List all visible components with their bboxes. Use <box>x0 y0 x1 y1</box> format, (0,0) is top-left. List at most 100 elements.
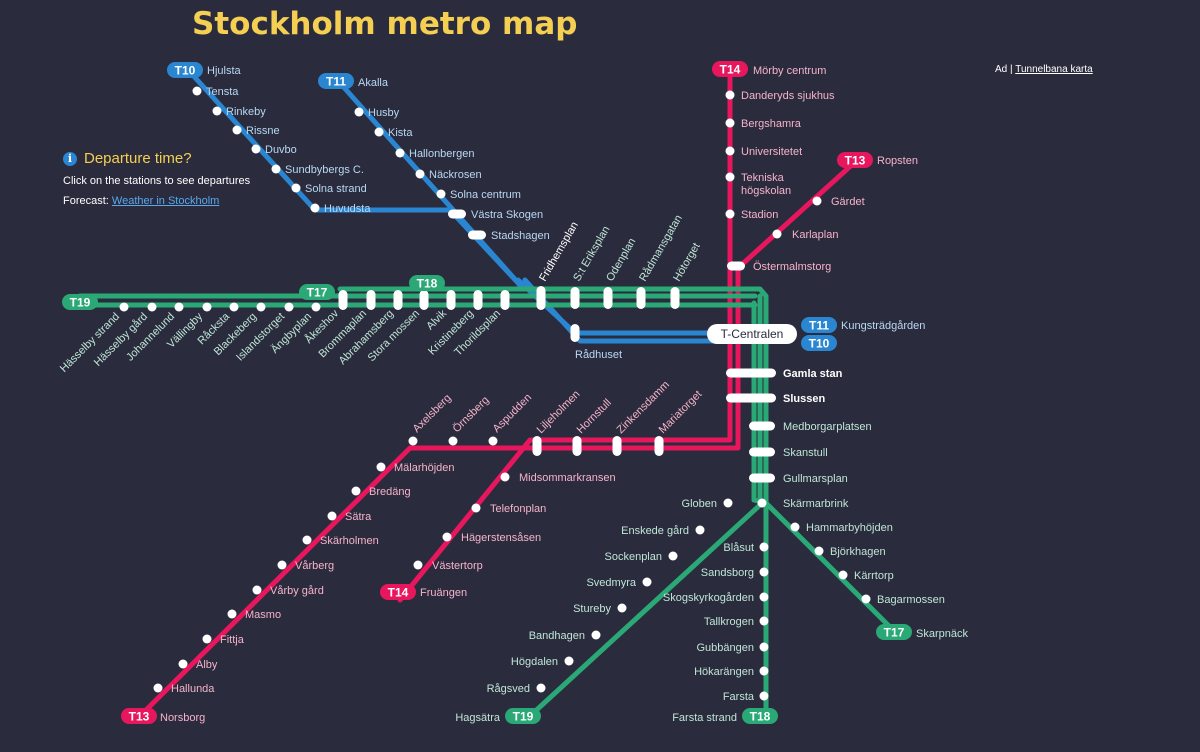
station-label-morby-centrum[interactable]: Mörby centrum <box>753 65 826 77</box>
station-hammarbyh-jden[interactable]: Hammarbyhöjden <box>790 522 893 534</box>
station-marker <box>725 118 735 128</box>
station-k-rrtorp[interactable]: Kärrtorp <box>838 570 894 582</box>
station-h-gerstens-sen[interactable]: Hägerstensåsen <box>442 532 542 544</box>
station-label: Danderyds sjukhus <box>741 90 835 102</box>
station-axelsberg[interactable]: Axelsberg <box>408 392 454 446</box>
station-r-gsved[interactable]: Rågsved <box>487 683 546 695</box>
station-medborgarplatsen[interactable]: Medborgarplatsen <box>749 421 872 433</box>
station-huvudsta[interactable]: Huvudsta <box>310 203 372 215</box>
station-sundbybergs-c[interactable]: Sundbybergs C. <box>271 164 364 176</box>
station-h-kar-ngen[interactable]: Hökarängen <box>694 666 769 678</box>
station-label-ropsten[interactable]: Ropsten <box>877 155 918 167</box>
station-label-hjulsta[interactable]: Hjulsta <box>207 65 242 77</box>
ad-link[interactable]: Tunnelbana karta <box>1015 64 1093 75</box>
station-label-skarpnack[interactable]: Skarpnäck <box>916 628 968 640</box>
station-n-ckrosen[interactable]: Näckrosen <box>415 169 482 181</box>
station-enskede-g-rd[interactable]: Enskede gård <box>621 525 705 537</box>
station-danderyds-sjukhus[interactable]: Danderyds sjukhus <box>725 90 836 102</box>
station-fittja[interactable]: Fittja <box>202 634 245 646</box>
station-gamla-stan[interactable]: Gamla stan <box>726 368 843 380</box>
station-aspudden[interactable]: Aspudden <box>488 392 535 446</box>
weather-link[interactable]: Weather in Stockholm <box>111 195 220 207</box>
station-label-akalla[interactable]: Akalla <box>358 77 389 89</box>
station-bred-ng[interactable]: Bredäng <box>351 486 411 498</box>
station-bl-sut[interactable]: Blåsut <box>723 542 769 554</box>
station-sk-rmarbrink[interactable]: Skärmarbrink <box>757 498 849 510</box>
station-marker <box>251 144 261 154</box>
station-r-dhuset[interactable]: Rådhuset <box>570 324 623 361</box>
station-svedmyra[interactable]: Svedmyra <box>586 577 652 589</box>
station-tensta[interactable]: Tensta <box>192 86 240 98</box>
station-sockenplan[interactable]: Sockenplan <box>605 551 678 563</box>
station-midsommarkransen[interactable]: Midsommarkransen <box>500 472 616 484</box>
station-label-hagsatra[interactable]: Hagsätra <box>455 712 501 724</box>
station-rnsberg[interactable]: Örnsberg <box>448 394 492 446</box>
station-karlaplan[interactable]: Karlaplan <box>772 229 839 241</box>
station-marker <box>727 261 745 271</box>
station-solna-strand[interactable]: Solna strand <box>291 183 367 195</box>
station-stermalmstorg[interactable]: Östermalmstorg <box>727 261 831 273</box>
station-alby[interactable]: Alby <box>178 659 218 671</box>
station-label-norsborg[interactable]: Norsborg <box>160 712 205 724</box>
station-label: Mariatorget <box>657 388 705 436</box>
station-gullmarsplan[interactable]: Gullmarsplan <box>749 473 848 485</box>
line-t11 <box>337 80 523 288</box>
station-label: Hammarbyhöjden <box>806 522 893 534</box>
station-bagarmossen[interactable]: Bagarmossen <box>861 594 945 606</box>
station-label-farsta-strand[interactable]: Farsta strand <box>672 712 737 724</box>
station-telefonplan[interactable]: Telefonplan <box>471 503 547 515</box>
station-hallonbergen[interactable]: Hallonbergen <box>395 148 475 160</box>
station-label-fruangen[interactable]: Fruängen <box>420 587 467 599</box>
station-stadshagen[interactable]: Stadshagen <box>468 230 550 242</box>
station-sandsborg[interactable]: Sandsborg <box>701 567 769 579</box>
station-rinkeby[interactable]: Rinkeby <box>212 106 267 118</box>
station-farsta[interactable]: Farsta <box>723 691 769 703</box>
station-bergshamra[interactable]: Bergshamra <box>725 118 802 130</box>
station-universitetet[interactable]: Universitetet <box>725 146 803 158</box>
station-globen[interactable]: Globen <box>682 498 733 510</box>
station-bj-rkhagen[interactable]: Björkhagen <box>814 546 886 558</box>
station-label: Västertorp <box>432 560 483 572</box>
badge-pill <box>742 708 778 724</box>
station-husby[interactable]: Husby <box>354 107 400 119</box>
station-v-stra-skogen[interactable]: Västra Skogen <box>448 209 543 221</box>
station-slussen[interactable]: Slussen <box>726 393 825 405</box>
station-marker <box>759 592 769 602</box>
station-v-rberg[interactable]: Vårberg <box>277 560 335 572</box>
station-gubb-ngen[interactable]: Gubbängen <box>697 642 769 654</box>
station-duvbo[interactable]: Duvbo <box>251 144 297 156</box>
station-m-larh-jden[interactable]: Mälarhöjden <box>376 462 455 474</box>
station-masmo[interactable]: Masmo <box>227 609 282 621</box>
station-hallunda[interactable]: Hallunda <box>153 683 216 695</box>
station-marker <box>256 302 266 312</box>
station-marker <box>790 522 800 532</box>
station-marker <box>192 86 202 96</box>
station-bandhagen[interactable]: Bandhagen <box>529 630 601 642</box>
station-v-stertorp[interactable]: Västertorp <box>413 560 483 572</box>
station-h-gdalen[interactable]: Högdalen <box>511 656 574 668</box>
station-t-centralen[interactable]: T-Centralen <box>707 324 797 344</box>
station-marker <box>707 324 797 344</box>
station-v-rby-g-rd[interactable]: Vårby gård <box>252 585 324 597</box>
station-skogskyrkog-rden[interactable]: Skogskyrkogården <box>663 592 769 604</box>
station-kista[interactable]: Kista <box>374 127 414 139</box>
station-s-tra[interactable]: Sätra <box>327 511 373 523</box>
station-g-rdet[interactable]: Gärdet <box>812 196 865 208</box>
station-tallkrogen[interactable]: Tallkrogen <box>704 616 769 628</box>
station-marker <box>310 203 320 213</box>
ad-area: Ad | Tunnelbana karta <box>995 64 1093 75</box>
station-sk-rholmen[interactable]: Skärholmen <box>302 535 379 547</box>
badge-pill <box>62 294 98 310</box>
station-marker <box>174 302 184 312</box>
station-skanstull[interactable]: Skanstull <box>749 447 828 459</box>
station-rissne[interactable]: Rissne <box>232 125 280 137</box>
station-h-torget[interactable]: Hötorget <box>670 241 703 309</box>
station-solna-centrum[interactable]: Solna centrum <box>436 189 521 201</box>
station-stadion[interactable]: Stadion <box>725 209 779 221</box>
station-stureby[interactable]: Stureby <box>573 603 627 615</box>
station-label: Vårby gård <box>270 585 324 597</box>
station-label: Bagarmossen <box>877 594 945 606</box>
station-label: Hökarängen <box>694 666 754 678</box>
station-kungstradgarden[interactable]: Kungsträdgården <box>841 320 925 332</box>
